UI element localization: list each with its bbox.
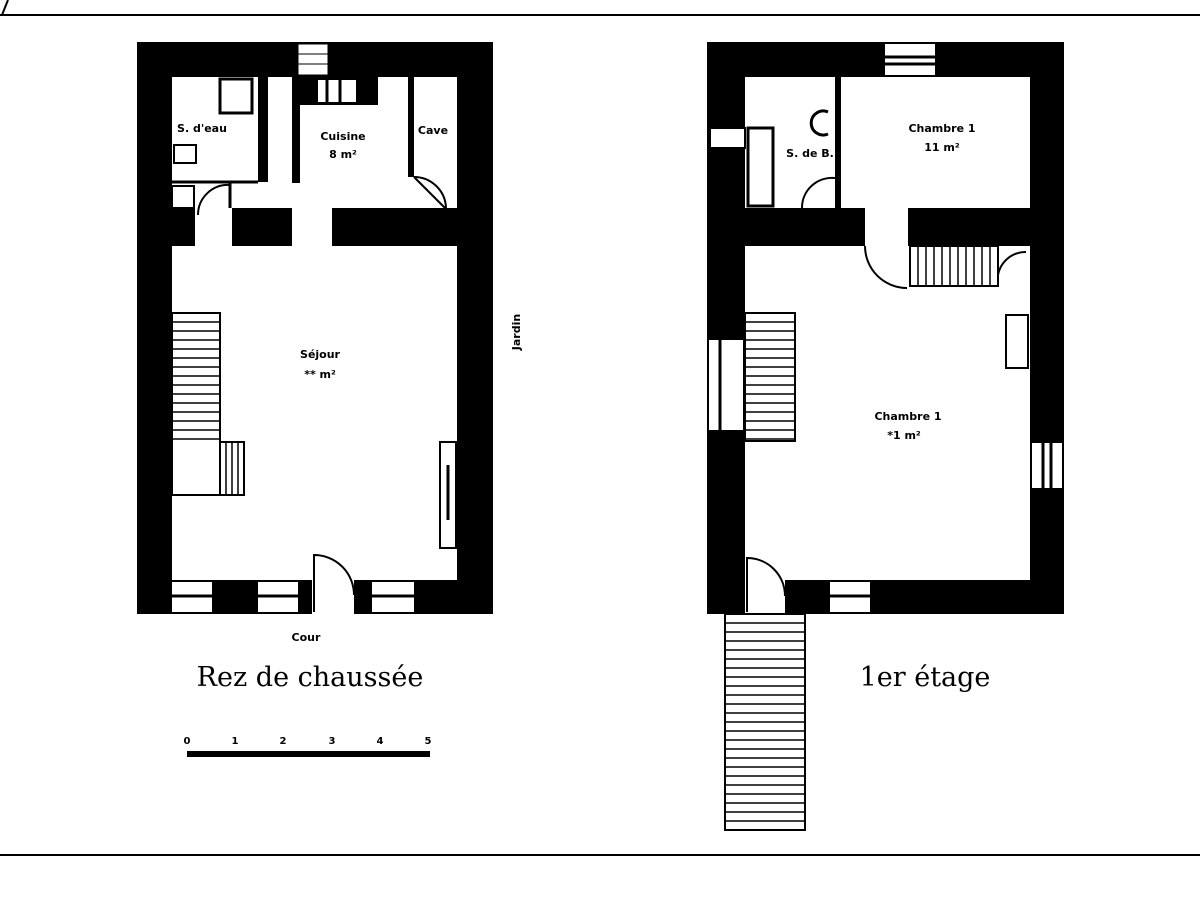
room-label-cave: Cave [418,124,448,137]
room-area-cuisine: 8 m² [329,148,357,161]
room-label-salle-de-bain: S. de B. [786,147,834,160]
scale-bar: 0 1 2 3 4 5 [184,736,432,757]
label-jardin: Jardin [510,314,523,351]
svg-text:0: 0 [184,736,191,747]
ground-outer-walls [137,42,493,614]
label-cour: Cour [292,631,321,644]
ground-floor-plan: S. d'eau Cuisine 8 m² Cave Séjour ** m² … [137,42,523,693]
svg-text:3: 3 [329,736,336,747]
room-area-sejour: ** m² [304,368,336,381]
first-floor-door [746,556,786,612]
first-floor-title: 1er étage [860,662,991,693]
svg-text:1: 1 [232,736,239,747]
frame-corner [1,0,9,16]
room-area-chambre-1-top: 11 m² [924,141,960,154]
entry-door [313,553,355,612]
room-label-sejour: Séjour [300,348,341,361]
room-label-chambre-1: Chambre 1 [874,410,941,423]
room-label-chambre-1-top: Chambre 1 [908,122,975,135]
room-label-cuisine: Cuisine [320,130,365,143]
ground-bottom-windows [172,553,414,614]
shower [746,126,775,208]
first-outer-walls [707,42,1064,614]
svg-text:4: 4 [377,736,384,747]
first-floor-plan: S. de B. Chambre 1 11 m² Chambre 1 *1 m²… [707,42,1064,831]
room-label-salle-d-eau: S. d'eau [177,122,227,135]
ground-floor-title: Rez de chaussée [197,662,424,693]
stair-treads [172,246,991,822]
room-area-chambre-1: *1 m² [887,429,921,442]
svg-text:2: 2 [280,736,287,747]
svg-text:5: 5 [425,736,432,747]
